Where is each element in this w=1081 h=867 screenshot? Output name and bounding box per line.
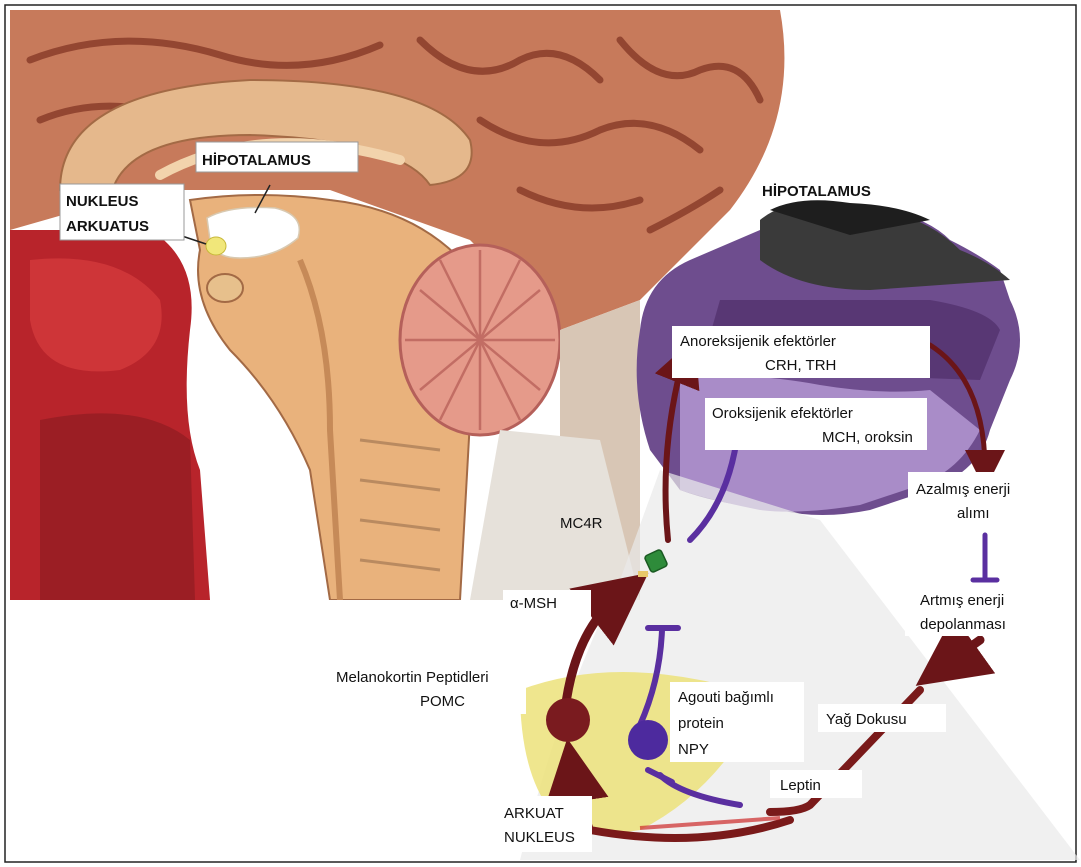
- artmis-label-1: Artmış enerji: [920, 592, 1004, 609]
- azalmis-label-1: Azalmış enerji: [916, 481, 1010, 498]
- oroksijenik-label-1: Oroksijenik efektörler: [712, 405, 853, 422]
- arkuat-label-2: NUKLEUS: [504, 829, 575, 846]
- agouti-label-3: NPY: [678, 741, 709, 758]
- yag-dokusu-label: Yağ Dokusu: [826, 711, 907, 728]
- anoreksijenik-label-2: CRH, TRH: [765, 357, 836, 374]
- melanokortin-label-2: POMC: [420, 693, 465, 710]
- alpha-msh-label: α-MSH: [510, 595, 557, 612]
- hipotalamus-left-label: HİPOTALAMUS: [202, 152, 311, 169]
- melanokortin-label-1: Melanokortin Peptidleri: [336, 669, 489, 686]
- leptin-label: Leptin: [780, 777, 821, 794]
- agouti-label-1: Agouti bağımlı: [678, 689, 774, 706]
- mc4r-label: MC4R: [560, 515, 603, 532]
- azalmis-label-2: alımı: [957, 505, 990, 522]
- hipotalamus-right-label: HİPOTALAMUS: [762, 183, 871, 200]
- npy-neuron: [628, 720, 668, 760]
- agouti-label-2: protein: [678, 715, 724, 732]
- anoreksijenik-label-1: Anoreksijenik efektörler: [680, 333, 836, 350]
- nukleus-label-2: ARKUATUS: [66, 218, 149, 235]
- pomc-neuron: [546, 698, 590, 742]
- arcuate-nucleus-dot: [206, 237, 226, 255]
- arkuat-label-1: ARKUAT: [504, 805, 564, 822]
- nukleus-label-1: NUKLEUS: [66, 193, 139, 210]
- artmis-label-2: depolanması: [920, 616, 1006, 633]
- oroksijenik-label-2: MCH, oroksin: [822, 429, 913, 446]
